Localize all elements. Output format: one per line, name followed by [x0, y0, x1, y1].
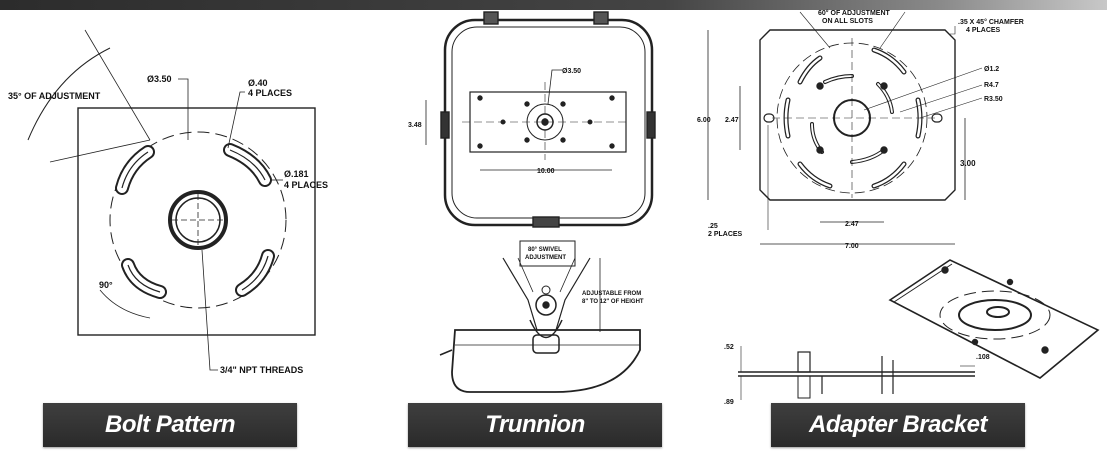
adapter-bracket-drawing	[707, 11, 1100, 400]
angle-note: 90°	[99, 280, 113, 290]
chamfer-note-1: .35 X 45° CHAMFER	[958, 18, 1024, 26]
bracket-isometric	[888, 259, 1100, 379]
slot-places-note: 2 PLACES	[708, 231, 743, 238]
adapter-bracket-label: Adapter Bracket	[771, 403, 1025, 447]
trunnion-annotations: Ø3.50 3.48 10.00 80° SWIVEL ADJUSTMENT A…	[408, 68, 644, 305]
bolt-circle	[109, 131, 287, 309]
bolt-pattern-label: Bolt Pattern	[43, 403, 297, 447]
side-top-note: .52	[724, 344, 734, 351]
swivel-note-1: 80° SWIVEL	[528, 247, 562, 253]
trunnion-height-note: 3.48	[408, 122, 422, 129]
slot-places-note: 4 PLACES	[248, 88, 292, 98]
swivel-note-2: ADJUSTMENT	[525, 255, 566, 261]
height-note: 6.00	[697, 117, 711, 124]
threads-note: 3/4" NPT THREADS	[220, 365, 303, 375]
header-bar	[0, 0, 1107, 10]
slot-size-note: Ø.40	[248, 78, 268, 88]
d2-note: R4.7	[984, 82, 999, 89]
slot-width-note: .25	[708, 223, 718, 230]
trunnion-label: Trunnion	[408, 403, 662, 447]
side-bottom-note: .89	[724, 399, 734, 406]
bolt-plate	[77, 107, 316, 336]
bolt-pattern-drawing	[27, 29, 316, 371]
slots-note-1: 60° OF ADJUSTMENT	[818, 9, 890, 17]
inner-height-note: 2.47	[725, 117, 739, 124]
adjustment-note: 35° OF ADJUSTMENT	[8, 91, 101, 101]
chamfer-note-2: 4 PLACES	[966, 27, 1001, 34]
diameter-note: Ø3.50	[147, 74, 172, 84]
right-height-note: 3.00	[960, 159, 976, 168]
trunnion-drawing	[425, 11, 656, 393]
trunnion-width-note: 10.00	[537, 168, 555, 175]
d1-note: Ø1.2	[984, 66, 999, 73]
center-threaded-hole	[168, 190, 228, 250]
trunnion-diameter-note: Ø3.50	[562, 68, 581, 75]
bolt-pattern-annotations: 35° OF ADJUSTMENT Ø3.50 Ø.40 4 PLACES Ø.…	[8, 74, 328, 375]
bracket-plate	[759, 29, 956, 201]
inner-width-note: 2.47	[845, 221, 859, 228]
hole-places-note: 4 PLACES	[284, 180, 328, 190]
width-note: 7.00	[845, 243, 859, 250]
adapter-bracket-annotations: 60° OF ADJUSTMENT ON ALL SLOTS .35 X 45°…	[697, 9, 1024, 406]
side-thickness-note: .108	[976, 354, 990, 361]
trunnion-base	[451, 329, 641, 393]
adjust-note-1: ADJUSTABLE FROM	[582, 291, 641, 297]
slots-note-2: ON ALL SLOTS	[822, 18, 873, 25]
d3-note: R3.50	[984, 96, 1003, 103]
adjust-note-2: 8" TO 12" OF HEIGHT	[582, 299, 644, 305]
hole-size-note: Ø.181	[284, 169, 309, 179]
